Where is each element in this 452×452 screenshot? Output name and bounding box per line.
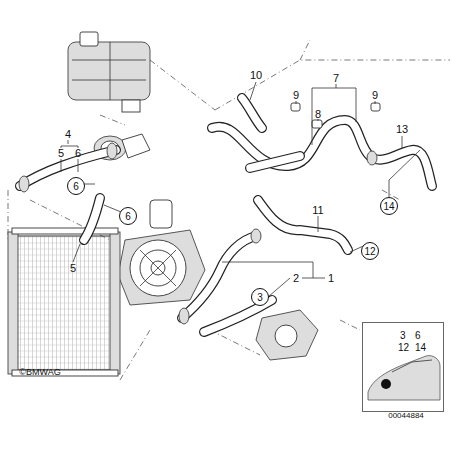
radiator [8, 228, 120, 376]
callout-number: 12 [398, 343, 409, 353]
coolant-hoses [20, 98, 432, 332]
locator-inset-box: 36 12 14 [362, 322, 444, 412]
callout-number: 4 [65, 129, 71, 140]
callout-circle: 3 [251, 288, 269, 306]
callout-number: 13 [396, 124, 408, 135]
callout-number: 11 [312, 205, 323, 216]
vehicle-locator-inset [368, 356, 440, 400]
callout-number: 5 [58, 148, 64, 159]
callout-number: 6 [75, 148, 81, 159]
thermostat-cover [256, 310, 318, 360]
callout-number: 6 [415, 331, 421, 341]
water-pump [118, 200, 205, 305]
hose-clamps [19, 103, 380, 324]
callout-number: 12 [364, 246, 375, 257]
callout-number: 14 [415, 343, 426, 353]
callout-number: 6 [125, 211, 131, 222]
callout-circle: 12 [361, 242, 379, 260]
callout-circle: 6 [67, 177, 85, 195]
callout-number: 10 [250, 70, 262, 81]
callout-number: 2 [293, 273, 299, 284]
callout-number: 6 [73, 181, 79, 192]
expansion-tank [68, 32, 150, 112]
callout-number: 14 [383, 201, 394, 212]
callout-number: 3 [400, 331, 406, 341]
callout-number: 3 [257, 292, 263, 303]
copyright-text: ©BMWAG [19, 368, 60, 377]
callout-circle: 14 [380, 197, 398, 215]
callout-circle: 6 [119, 207, 137, 225]
copyright-text: 00044884 [388, 412, 424, 420]
callout-number: 8 [315, 109, 321, 120]
callout-number: 5 [70, 263, 76, 274]
callout-number: 1 [328, 273, 334, 284]
leader-lines [61, 82, 420, 297]
callout-number: 7 [333, 73, 339, 84]
callout-number: 9 [372, 90, 378, 101]
callout-number: 9 [293, 90, 299, 101]
